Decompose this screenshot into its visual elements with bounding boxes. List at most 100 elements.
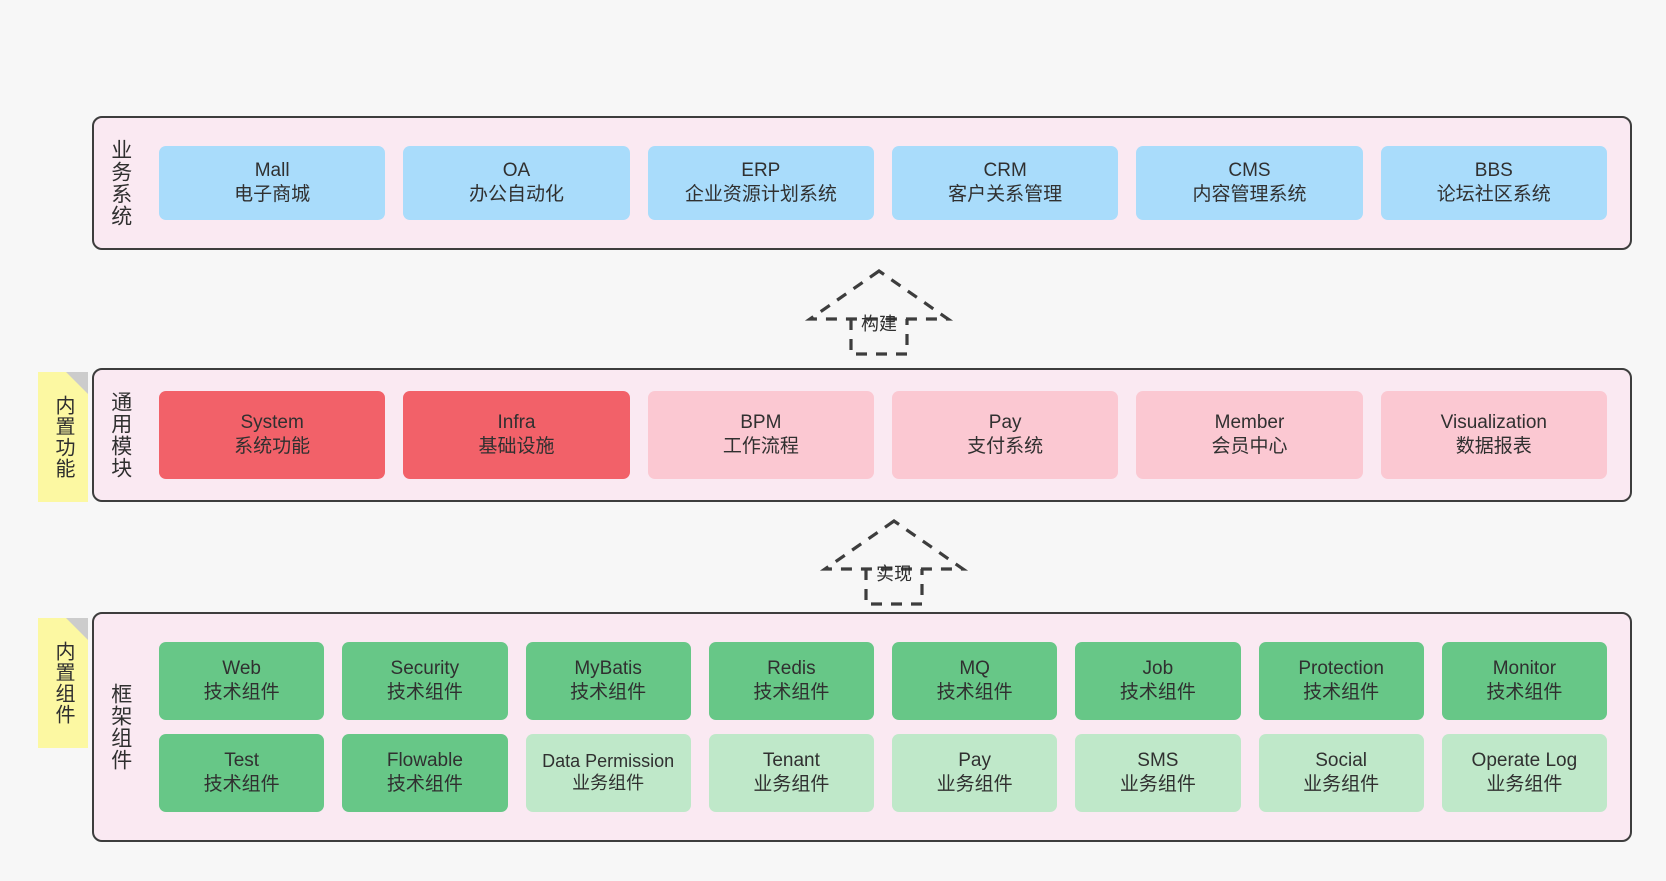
component-mybatis-en: MyBatis: [574, 657, 642, 679]
module-member-en: Member: [1214, 411, 1285, 433]
module-infra[interactable]: Infra 基础设施: [403, 391, 630, 479]
module-bpm-cn: 工作流程: [722, 436, 799, 457]
module-visualization-cn: 数据报表: [1455, 436, 1532, 457]
module-bpm[interactable]: BPM 工作流程: [647, 391, 874, 479]
layer-common-module-title: 通用模块: [108, 391, 132, 479]
component-data-permission-cn: 业务组件: [572, 773, 645, 793]
module-pay[interactable]: Pay 支付系统: [891, 391, 1119, 479]
component-job-cn: 技术组件: [1119, 682, 1196, 703]
module-cms-en: CMS: [1228, 159, 1271, 181]
module-mall[interactable]: Mall 电子商城: [159, 146, 386, 220]
build-arrow-shaft: [849, 319, 909, 356]
component-flowable-en: Flowable: [386, 749, 463, 771]
note-fold-icon: [66, 618, 88, 640]
component-redis-cn: 技术组件: [753, 682, 830, 703]
connector-build-label: 构建: [861, 314, 897, 334]
component-flowable-cn: 技术组件: [386, 774, 463, 795]
module-mall-cn: 电子商城: [234, 184, 311, 205]
note-fold-icon: [66, 372, 88, 394]
module-member-cn: 会员中心: [1211, 436, 1288, 457]
connector-implement: 实现: [818, 518, 970, 606]
component-monitor[interactable]: Monitor 技术组件: [1441, 642, 1607, 720]
module-visualization[interactable]: Visualization 数据报表: [1380, 391, 1607, 479]
component-tenant-cn: 业务组件: [753, 774, 830, 795]
component-tenant-en: Tenant: [762, 749, 820, 771]
module-bpm-en: BPM: [740, 411, 782, 433]
layer-framework-component-body: Web 技术组件 Security 技术组件 MyBatis 技术组件 Redi…: [146, 614, 1630, 840]
module-mall-en: Mall: [254, 159, 290, 181]
component-monitor-en: Monitor: [1492, 657, 1557, 679]
component-web[interactable]: Web 技术组件: [159, 642, 325, 720]
module-system[interactable]: System 系统功能: [159, 391, 386, 479]
layer-framework-component[interactable]: 框架组件 Web 技术组件 Security 技术组件 MyBatis 技术组件…: [92, 612, 1632, 842]
note-builtin-component: 内置组件: [38, 618, 88, 748]
layer-common-module-body: System 系统功能 Infra 基础设施 BPM 工作流程 Pay 支付系统…: [146, 370, 1630, 500]
module-crm-en: CRM: [983, 159, 1027, 181]
module-crm-cn: 客户关系管理: [948, 184, 1063, 205]
connector-implement-label: 实现: [876, 564, 912, 584]
component-test-en: Test: [224, 749, 260, 771]
component-protection-cn: 技术组件: [1303, 682, 1380, 703]
module-pay-cn: 支付系统: [967, 436, 1044, 457]
component-operate-log[interactable]: Operate Log 业务组件: [1441, 734, 1607, 812]
layer-business-system-body: Mall 电子商城 OA 办公自动化 ERP 企业资源计划系统 CRM 客户关系…: [146, 118, 1630, 248]
component-social-cn: 业务组件: [1303, 774, 1380, 795]
component-test[interactable]: Test 技术组件: [159, 734, 325, 812]
module-system-cn: 系统功能: [234, 436, 311, 457]
component-tenant[interactable]: Tenant 业务组件: [708, 734, 874, 812]
component-mq-en: MQ: [959, 657, 990, 679]
framework-business-row: Test 技术组件 Flowable 技术组件 Data Permission …: [150, 734, 1616, 812]
layer-business-system[interactable]: 业务系统 Mall 电子商城 OA 办公自动化 ERP 企业资源计划系统 CRM…: [92, 116, 1632, 250]
component-mybatis[interactable]: MyBatis 技术组件: [525, 642, 691, 720]
module-bbs[interactable]: BBS 论坛社区系统: [1380, 146, 1607, 220]
component-operate-log-en: Operate Log: [1471, 749, 1578, 771]
layer-business-system-title: 业务系统: [108, 139, 132, 227]
component-redis[interactable]: Redis 技术组件: [708, 642, 874, 720]
component-data-permission[interactable]: Data Permission 业务组件: [525, 734, 691, 812]
module-visualization-en: Visualization: [1440, 411, 1547, 433]
component-job[interactable]: Job 技术组件: [1075, 642, 1241, 720]
build-arrow-head: [804, 269, 954, 321]
component-web-en: Web: [222, 657, 261, 679]
component-flowable[interactable]: Flowable 技术组件: [342, 734, 508, 812]
component-test-cn: 技术组件: [203, 774, 280, 795]
component-data-permission-en: Data Permission: [542, 751, 675, 772]
module-oa-en: OA: [502, 159, 531, 181]
module-erp[interactable]: ERP 企业资源计划系统: [647, 146, 874, 220]
component-monitor-cn: 技术组件: [1486, 682, 1563, 703]
note-builtin-component-label: 内置组件: [52, 641, 74, 725]
component-mq[interactable]: MQ 技术组件: [892, 642, 1058, 720]
component-pay[interactable]: Pay 业务组件: [892, 734, 1058, 812]
component-pay-en: Pay: [958, 749, 991, 771]
layer-framework-component-title: 框架组件: [108, 683, 132, 771]
module-cms-cn: 内容管理系统: [1192, 184, 1307, 205]
component-security[interactable]: Security 技术组件: [342, 642, 508, 720]
component-protection[interactable]: Protection 技术组件: [1258, 642, 1424, 720]
component-mybatis-cn: 技术组件: [570, 682, 647, 703]
module-crm[interactable]: CRM 客户关系管理: [891, 146, 1119, 220]
module-oa[interactable]: OA 办公自动化: [403, 146, 630, 220]
layer-common-module[interactable]: 通用模块 System 系统功能 Infra 基础设施 BPM 工作流程 Pay…: [92, 368, 1632, 502]
module-infra-cn: 基础设施: [478, 436, 555, 457]
component-security-en: Security: [390, 657, 460, 679]
module-system-en: System: [240, 411, 304, 433]
module-bbs-en: BBS: [1474, 159, 1513, 181]
module-infra-en: Infra: [497, 411, 536, 433]
component-sms[interactable]: SMS 业务组件: [1075, 734, 1241, 812]
component-mq-cn: 技术组件: [936, 682, 1013, 703]
component-redis-en: Redis: [767, 657, 816, 679]
component-operate-log-cn: 业务组件: [1486, 774, 1563, 795]
framework-tech-row: Web 技术组件 Security 技术组件 MyBatis 技术组件 Redi…: [150, 642, 1616, 720]
component-pay-cn: 业务组件: [936, 774, 1013, 795]
module-cms[interactable]: CMS 内容管理系统: [1136, 146, 1363, 220]
component-sms-en: SMS: [1137, 749, 1179, 771]
module-erp-en: ERP: [741, 159, 781, 181]
component-social-en: Social: [1315, 749, 1367, 771]
implement-arrow-shaft: [864, 569, 924, 606]
component-social[interactable]: Social 业务组件: [1258, 734, 1424, 812]
implement-arrow-head: [819, 519, 969, 571]
component-job-en: Job: [1142, 657, 1174, 679]
module-oa-cn: 办公自动化: [468, 184, 564, 205]
module-member[interactable]: Member 会员中心: [1136, 391, 1363, 479]
